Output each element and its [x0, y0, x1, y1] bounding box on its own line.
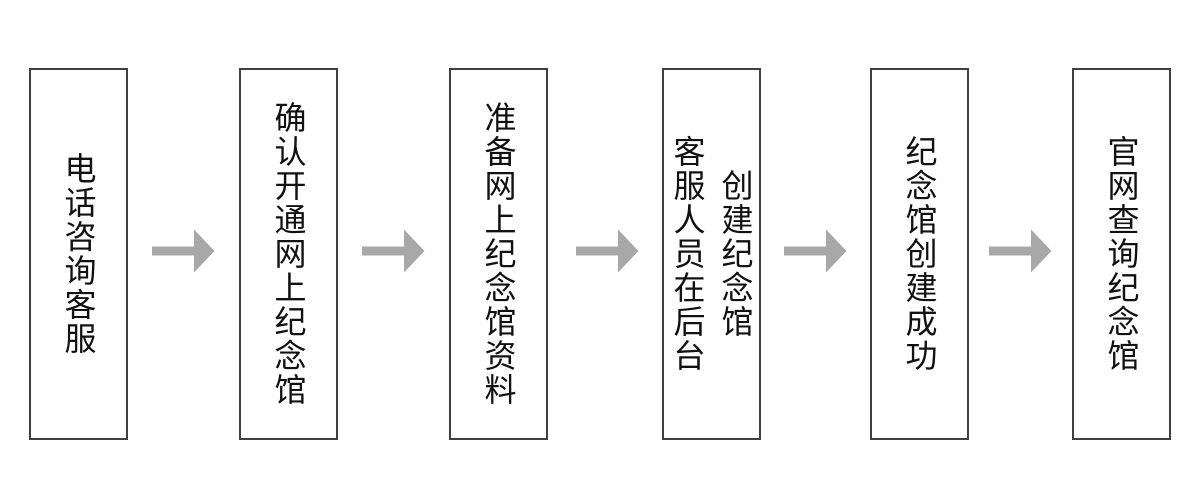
right-arrow-icon [576, 229, 639, 273]
right-arrow-icon [989, 229, 1052, 273]
flow-step-3: 准备网上纪念馆资料 [449, 68, 548, 440]
flow-step-4-label: 客服人员在后台 创建纪念馆 [669, 135, 754, 373]
flow-step-1-label: 电话咨询客服 [60, 152, 97, 356]
flow-step-6-label: 官网查询纪念馆 [1103, 135, 1140, 373]
flow-step-6: 官网查询纪念馆 [1072, 68, 1171, 440]
right-arrow-icon [784, 229, 847, 273]
right-arrow-icon [152, 229, 215, 273]
flow-step-5-label: 纪念馆创建成功 [901, 135, 938, 373]
flow-step-4: 客服人员在后台 创建纪念馆 [662, 68, 761, 440]
flow-step-5: 纪念馆创建成功 [870, 68, 969, 440]
flow-step-2-label: 确认开通网上纪念馆 [270, 101, 307, 407]
flow-step-3-label: 准备网上纪念馆资料 [480, 101, 517, 407]
flow-step-1: 电话咨询客服 [29, 68, 128, 440]
flow-step-2: 确认开通网上纪念馆 [239, 68, 338, 440]
right-arrow-icon [362, 229, 425, 273]
